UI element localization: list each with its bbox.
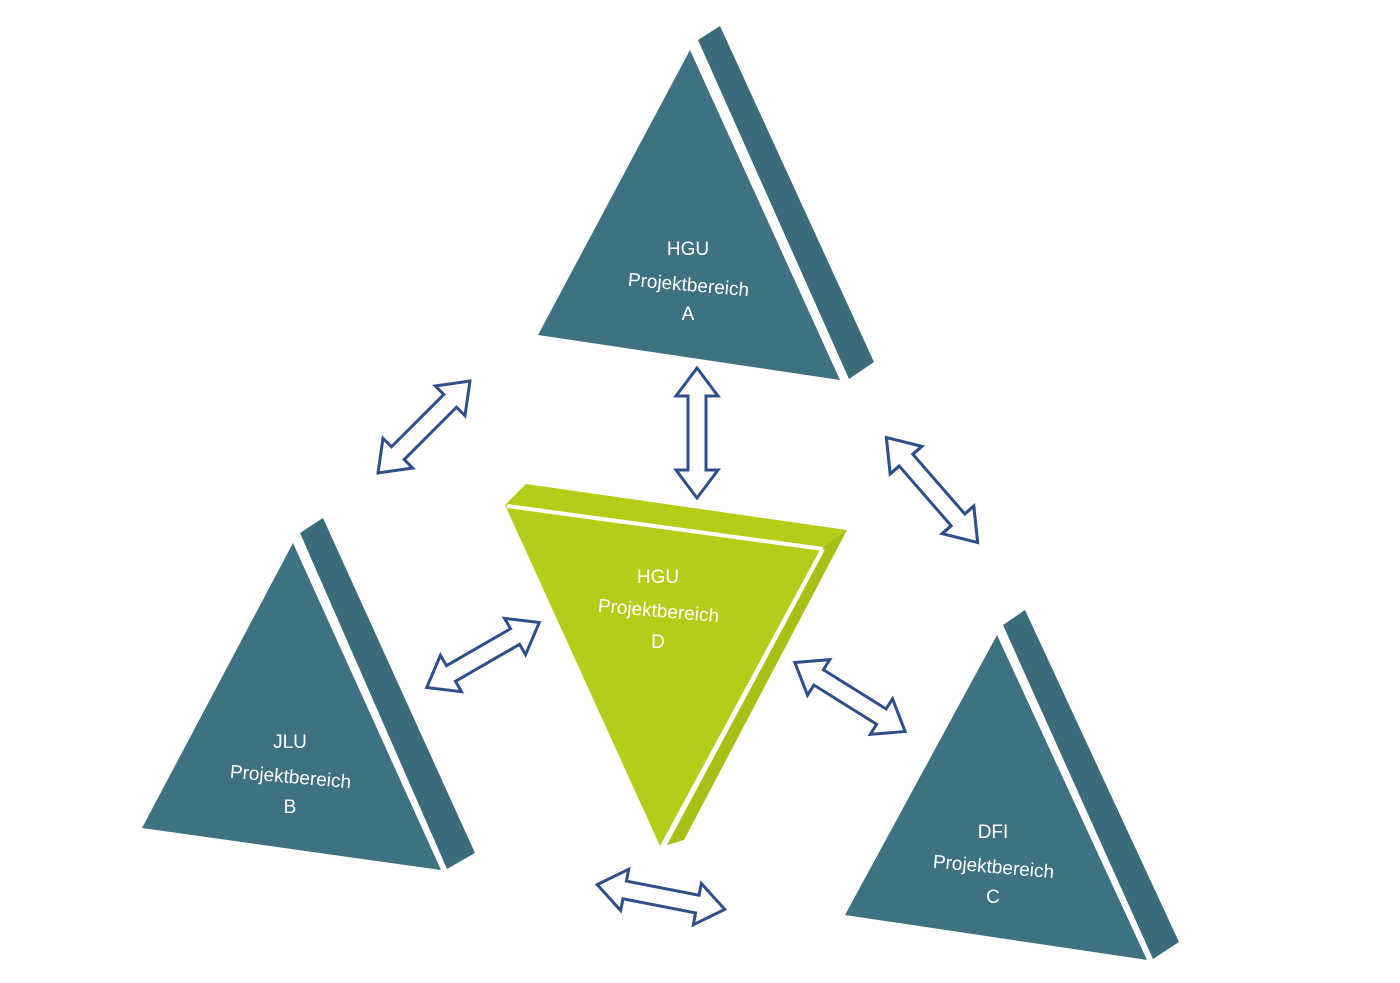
triangle-b-letter: B: [284, 797, 297, 818]
double-arrow-icon-b-d: [414, 602, 552, 708]
triangle-d-top: [505, 484, 847, 547]
triangle-c-org: DFI: [978, 822, 1009, 843]
double-arrow-icon-a-b: [361, 364, 487, 490]
triangle-b-face: [142, 543, 441, 870]
triangle-b: JLU Projektbereich B: [142, 518, 475, 870]
double-arrow-icon-a-d: [674, 366, 720, 500]
triangle-a-side: [698, 26, 874, 379]
triangle-d-face: [505, 505, 820, 846]
triangle-a-org: HGU: [667, 239, 709, 260]
triangle-b-org: JLU: [273, 732, 307, 753]
triangle-a-face: [538, 50, 840, 380]
triangle-c-side: [1003, 610, 1179, 959]
triangle-a-letter: A: [682, 304, 695, 325]
triangle-c-face: [845, 635, 1147, 960]
triangle-d-org: HGU: [637, 567, 679, 588]
triangle-d-letter: D: [651, 632, 665, 653]
triangle-d: HGU Projektbereich D: [505, 484, 847, 847]
double-arrow-icon-c-d: [782, 643, 918, 751]
triangle-c: DFI Projektbereich C: [845, 610, 1179, 960]
triangle-d-side: [664, 530, 847, 846]
triangle-c-letter: C: [986, 887, 1000, 908]
double-arrow-icon-a-c: [868, 422, 996, 558]
double-arrow-icon-b-c: [591, 862, 731, 932]
triangle-a: HGU Projektbereich A: [538, 26, 874, 381]
triangle-b-side: [300, 518, 475, 869]
